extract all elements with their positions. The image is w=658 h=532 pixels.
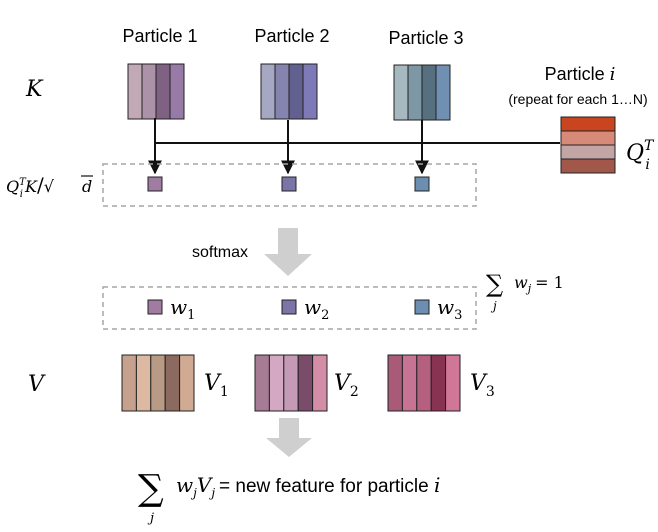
value-1-stripe-3 xyxy=(150,354,166,412)
query-stripe-2 xyxy=(560,130,616,146)
v-row-label: V xyxy=(28,372,46,397)
particle-2-key-stripe-3 xyxy=(288,63,304,120)
particle-2-key-stripe-1 xyxy=(260,63,276,120)
query-stripe-1 xyxy=(560,116,616,132)
particle-i-subtitle: (repeat for each 1…N) xyxy=(508,91,647,107)
particle-1-key-stripe-3 xyxy=(155,63,171,120)
value-1-stripe-4 xyxy=(164,354,181,412)
value-2-stripe-4 xyxy=(297,354,314,412)
particle-1-title: Particle 1 xyxy=(122,26,197,46)
particle-3-key-stripe-3 xyxy=(421,64,437,121)
value-block-2 xyxy=(254,354,328,412)
weight-square-2 xyxy=(281,299,297,315)
svg-text:wjVj= new feature for particle: wjVj= new feature for particle i xyxy=(176,473,440,500)
weight-label-1: w1 xyxy=(170,295,195,323)
svg-text:j: j xyxy=(490,299,497,313)
particle-2-key-stripe-4 xyxy=(302,63,318,120)
value-3-stripe-5 xyxy=(445,354,461,412)
particle-i-title: Particle i xyxy=(545,64,616,85)
weights-sum-constraint: ∑ j wj= 1 xyxy=(486,270,564,313)
score-square-2 xyxy=(281,176,297,192)
particle-3-key-stripe-1 xyxy=(393,64,409,121)
weight-label-2: w2 xyxy=(304,295,329,323)
value-1-stripe-1 xyxy=(121,354,137,412)
value-2-stripe-1 xyxy=(254,354,270,412)
particle-1-key-stripe-1 xyxy=(127,63,143,120)
value-2-stripe-2 xyxy=(268,354,285,412)
softmax-label: softmax xyxy=(192,244,248,261)
particle-3-key-stripe-2 xyxy=(407,64,423,121)
particle-2-title: Particle 2 xyxy=(254,26,329,46)
particle-1-key-stripe-2 xyxy=(141,63,157,120)
value-label-1: V1 xyxy=(204,371,229,400)
output-flow-arrow xyxy=(266,418,312,457)
value-3-stripe-1 xyxy=(387,354,403,412)
svg-text:∑: ∑ xyxy=(486,270,503,298)
particle-1-key-stripe-4 xyxy=(169,63,185,120)
svg-text:d: d xyxy=(82,177,92,196)
query-block xyxy=(560,116,616,174)
particle-2-key-stripe-2 xyxy=(274,63,290,120)
value-2-stripe-3 xyxy=(283,354,299,412)
score-square-1 xyxy=(147,176,163,192)
score-square-3 xyxy=(414,176,430,192)
query-stripe-4 xyxy=(560,158,616,174)
value-block-1 xyxy=(121,354,195,412)
particle-3-key-stripe-4 xyxy=(435,64,451,121)
k-row-label: K xyxy=(25,77,44,102)
particle-3-key-block xyxy=(393,64,451,121)
value-3-stripe-2 xyxy=(401,354,418,412)
particle-3-title: Particle 3 xyxy=(388,28,463,48)
weight-square-1 xyxy=(147,299,163,315)
value-1-stripe-5 xyxy=(179,354,195,412)
output-formula: ∑ j wjVj= new feature for particle i xyxy=(138,468,440,526)
weight-square-3 xyxy=(414,299,430,315)
particle-1-key-block xyxy=(127,63,185,120)
value-block-3 xyxy=(387,354,461,412)
svg-text:j: j xyxy=(147,511,154,526)
query-stripe-3 xyxy=(560,144,616,160)
value-label-2: V2 xyxy=(334,371,359,400)
softmax-flow-arrow xyxy=(264,228,312,276)
value-label-3: V3 xyxy=(470,371,495,400)
svg-text:wj= 1: wj= 1 xyxy=(514,273,564,295)
value-3-stripe-4 xyxy=(430,354,447,412)
svg-text:∑: ∑ xyxy=(138,468,164,509)
value-1-stripe-2 xyxy=(135,354,152,412)
weight-label-3: w3 xyxy=(437,295,462,323)
value-3-stripe-3 xyxy=(416,354,432,412)
particle-2-key-block xyxy=(260,63,318,120)
value-2-stripe-5 xyxy=(312,354,328,412)
